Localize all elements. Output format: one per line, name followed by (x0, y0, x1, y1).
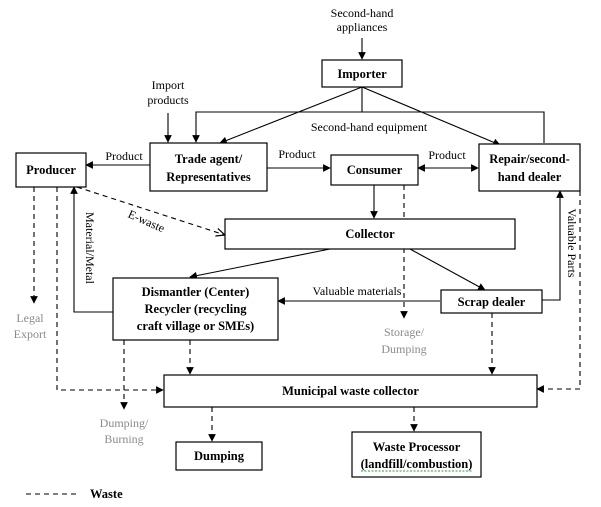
node-dismantler-label-2: Recycler (recycling (145, 302, 248, 316)
label-valuable-parts: Valuable Parts (565, 209, 579, 278)
node-dismantler-label-1: Dismantler (Center) (142, 285, 250, 299)
node-municipal-collector-label: Municipal waste collector (282, 384, 419, 398)
node-importer: Importer (321, 59, 403, 88)
edge-importer-diag-repair (361, 86, 501, 146)
label-storage-dumping-2: Dumping (381, 342, 426, 356)
label-product-producer-trade: Product (105, 149, 143, 163)
edge-collector-to-dismantler (189, 248, 331, 280)
waste-flows (30, 185, 581, 442)
label-legal-export-1: Legal (16, 311, 44, 325)
node-producer-label: Producer (26, 163, 76, 177)
edge-importer-to-trade-agent (192, 111, 362, 143)
edge-repair-to-municipal (536, 191, 581, 393)
label-product-consumer-repair: Product (428, 148, 466, 162)
node-trade-agent: Trade agent/ Representatives (149, 142, 268, 192)
node-scrap-dealer-label: Scrap dealer (458, 295, 526, 309)
label-product-trade-consumer: Product (278, 147, 316, 161)
node-dismantler-label-3: craft village or SMEs) (137, 319, 254, 333)
node-consumer-label: Consumer (347, 163, 403, 177)
side-labels: Legal Export Storage/ Dumping Dumping/ B… (14, 311, 427, 446)
edge-scrap-to-repair (542, 190, 564, 301)
node-trade-agent-label-2: Representatives (166, 170, 251, 184)
node-consumer: Consumer (330, 154, 419, 186)
label-valuable-materials: Valuable materials (313, 284, 402, 298)
node-waste-processor-label-1: Waste Processor (373, 440, 461, 454)
label-import-products-1: Import (152, 78, 185, 92)
node-repair-dealer: Repair/second- hand dealer (478, 143, 581, 192)
node-dismantler: Dismantler (Center) Recycler (recycling … (112, 277, 279, 341)
label-second-hand-equipment: Second-hand equipment (311, 120, 428, 134)
label-legal-export-2: Export (14, 327, 47, 341)
node-repair-dealer-label-2: hand dealer (498, 170, 562, 184)
node-repair-dealer-label-1: Repair/second- (489, 152, 570, 166)
node-scrap-dealer: Scrap dealer (440, 289, 543, 314)
edge-collector-to-scrap (409, 248, 486, 291)
label-material-metal: Material/Metal (83, 212, 97, 285)
edge-dismantler-to-producer (70, 186, 113, 313)
node-collector-label: Collector (345, 227, 395, 241)
edge-producer-to-municipal (56, 187, 164, 394)
legend-waste-label: Waste (90, 487, 123, 501)
label-dumping-burning-2: Burning (104, 432, 143, 446)
node-importer-label: Importer (337, 67, 387, 81)
node-collector: Collector (224, 218, 516, 250)
node-trade-agent-label-1: Trade agent/ (175, 152, 243, 166)
label-e-waste: E-waste (126, 207, 167, 236)
edge-producer-to-collector-ewaste (76, 186, 225, 235)
label-second-hand-appliances-1: Second-hand (331, 6, 394, 20)
edge-importer-diag-trade (219, 86, 363, 145)
label-import-products-2: products (147, 93, 189, 107)
label-dumping-burning-1: Dumping/ (100, 416, 149, 430)
solid-flows (70, 38, 564, 313)
node-waste-processor-label-2: (landfill/combustion) (361, 457, 473, 471)
label-storage-dumping-1: Storage/ (384, 325, 425, 339)
node-producer: Producer (15, 152, 87, 188)
node-municipal-collector: Municipal waste collector (163, 374, 538, 408)
legend: Waste (26, 487, 123, 501)
label-second-hand-appliances-2: appliances (337, 20, 388, 34)
node-dumping: Dumping (175, 441, 263, 471)
node-waste-processor: Waste Processor (landfill/combustion) (351, 431, 482, 478)
node-dumping-label: Dumping (194, 449, 245, 463)
